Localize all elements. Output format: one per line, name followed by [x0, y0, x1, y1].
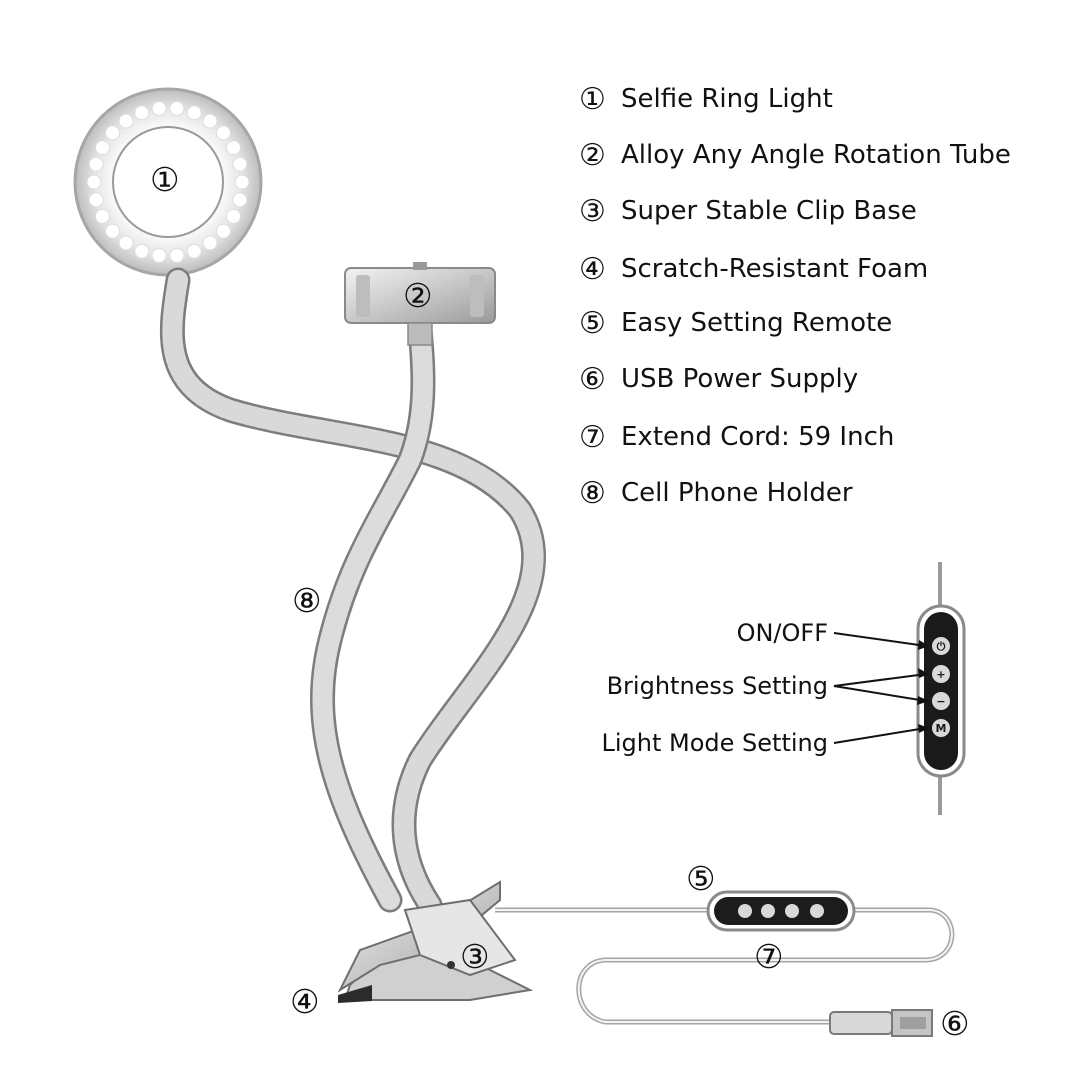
remote-leader-lines — [833, 632, 927, 744]
legend-text: Alloy Any Angle Rotation Tube — [621, 140, 1011, 170]
mode-button-label: M — [936, 722, 947, 735]
led-dot — [118, 113, 134, 129]
on-off-label: ON/OFF — [736, 619, 828, 647]
legend-text: Super Stable Clip Base — [621, 196, 917, 226]
led-dot — [215, 125, 231, 141]
led-dot — [134, 243, 150, 259]
mode-button — [932, 719, 950, 737]
remote-detail: ⏻ + − M — [916, 562, 966, 815]
callout-clip: ③ — [460, 937, 490, 976]
led-dot — [186, 105, 202, 121]
legend-number: ② — [579, 137, 606, 173]
legend-number: ⑦ — [579, 419, 606, 455]
legend-number: ⑥ — [579, 361, 606, 397]
led-dot — [105, 223, 121, 239]
power-button-label: ⏻ — [937, 640, 946, 653]
callout-ring-light: ① — [150, 160, 180, 199]
legend-item: ⑧ Cell Phone Holder — [579, 474, 853, 512]
led-dot — [169, 101, 185, 116]
inline-remote — [706, 890, 856, 932]
legend-item: ⑦ Extend Cord: 59 Inch — [579, 418, 894, 456]
legend-text: Scratch-Resistant Foam — [621, 254, 929, 284]
led-dot — [134, 105, 150, 121]
plus-button-label: + — [936, 668, 945, 681]
clip-base — [337, 880, 534, 1003]
led-dot — [105, 125, 121, 141]
legend-number: ⑤ — [579, 305, 606, 341]
legend-number: ③ — [579, 193, 606, 229]
led-ring — [86, 101, 250, 263]
legend-text: Extend Cord: 59 Inch — [621, 422, 895, 452]
legend-text: Cell Phone Holder — [621, 478, 853, 508]
legend-item: ④ Scratch-Resistant Foam — [579, 250, 928, 288]
led-dot — [88, 156, 104, 172]
brightness-label: Brightness Setting — [606, 672, 828, 700]
legend-item: ⑥ USB Power Supply — [579, 360, 858, 398]
remote-leader-arrows — [917, 640, 929, 733]
callout-gooseneck: ⑧ — [292, 581, 322, 620]
legend-item: ⑤ Easy Setting Remote — [579, 304, 892, 342]
phone-holder-head — [344, 262, 496, 346]
legend-text: Selfie Ring Light — [621, 84, 833, 114]
led-dot — [232, 192, 248, 208]
led-dot — [118, 235, 134, 251]
led-dot — [226, 208, 241, 224]
legend-item: ② Alloy Any Angle Rotation Tube — [579, 136, 1011, 174]
led-dot — [151, 248, 167, 263]
led-dot — [86, 174, 102, 190]
led-dot — [202, 113, 218, 129]
plus-button — [932, 665, 950, 683]
led-dot — [226, 140, 241, 156]
legend-number: ① — [579, 81, 606, 117]
led-dot — [151, 101, 167, 116]
led-dot — [169, 248, 185, 263]
legend-text: USB Power Supply — [621, 364, 859, 394]
led-dot — [88, 192, 104, 208]
callout-cord: ⑦ — [754, 937, 784, 976]
minus-button-label: − — [936, 695, 945, 708]
usb-plug — [829, 1009, 933, 1037]
legend-item: ③ Super Stable Clip Base — [579, 192, 917, 230]
callout-foam: ④ — [290, 982, 320, 1021]
legend-number: ⑧ — [579, 475, 606, 511]
led-dot — [186, 243, 202, 259]
led-dot — [232, 156, 248, 172]
legend-text: Easy Setting Remote — [621, 308, 893, 338]
ring-light — [73, 87, 263, 277]
callout-remote: ⑤ — [686, 859, 716, 898]
callout-usb: ⑥ — [940, 1004, 970, 1043]
led-dot — [95, 208, 110, 224]
legend-number: ④ — [579, 251, 606, 287]
minus-button — [932, 692, 950, 710]
light-mode-label: Light Mode Setting — [601, 729, 828, 757]
callout-holder-head: ② — [403, 276, 433, 315]
power-button — [932, 637, 950, 655]
led-dot — [95, 140, 110, 156]
led-dot — [202, 235, 218, 251]
foam-pad — [338, 985, 372, 1003]
led-dot — [234, 174, 250, 190]
legend-item: ① Selfie Ring Light — [579, 80, 833, 118]
led-dot — [215, 223, 231, 239]
